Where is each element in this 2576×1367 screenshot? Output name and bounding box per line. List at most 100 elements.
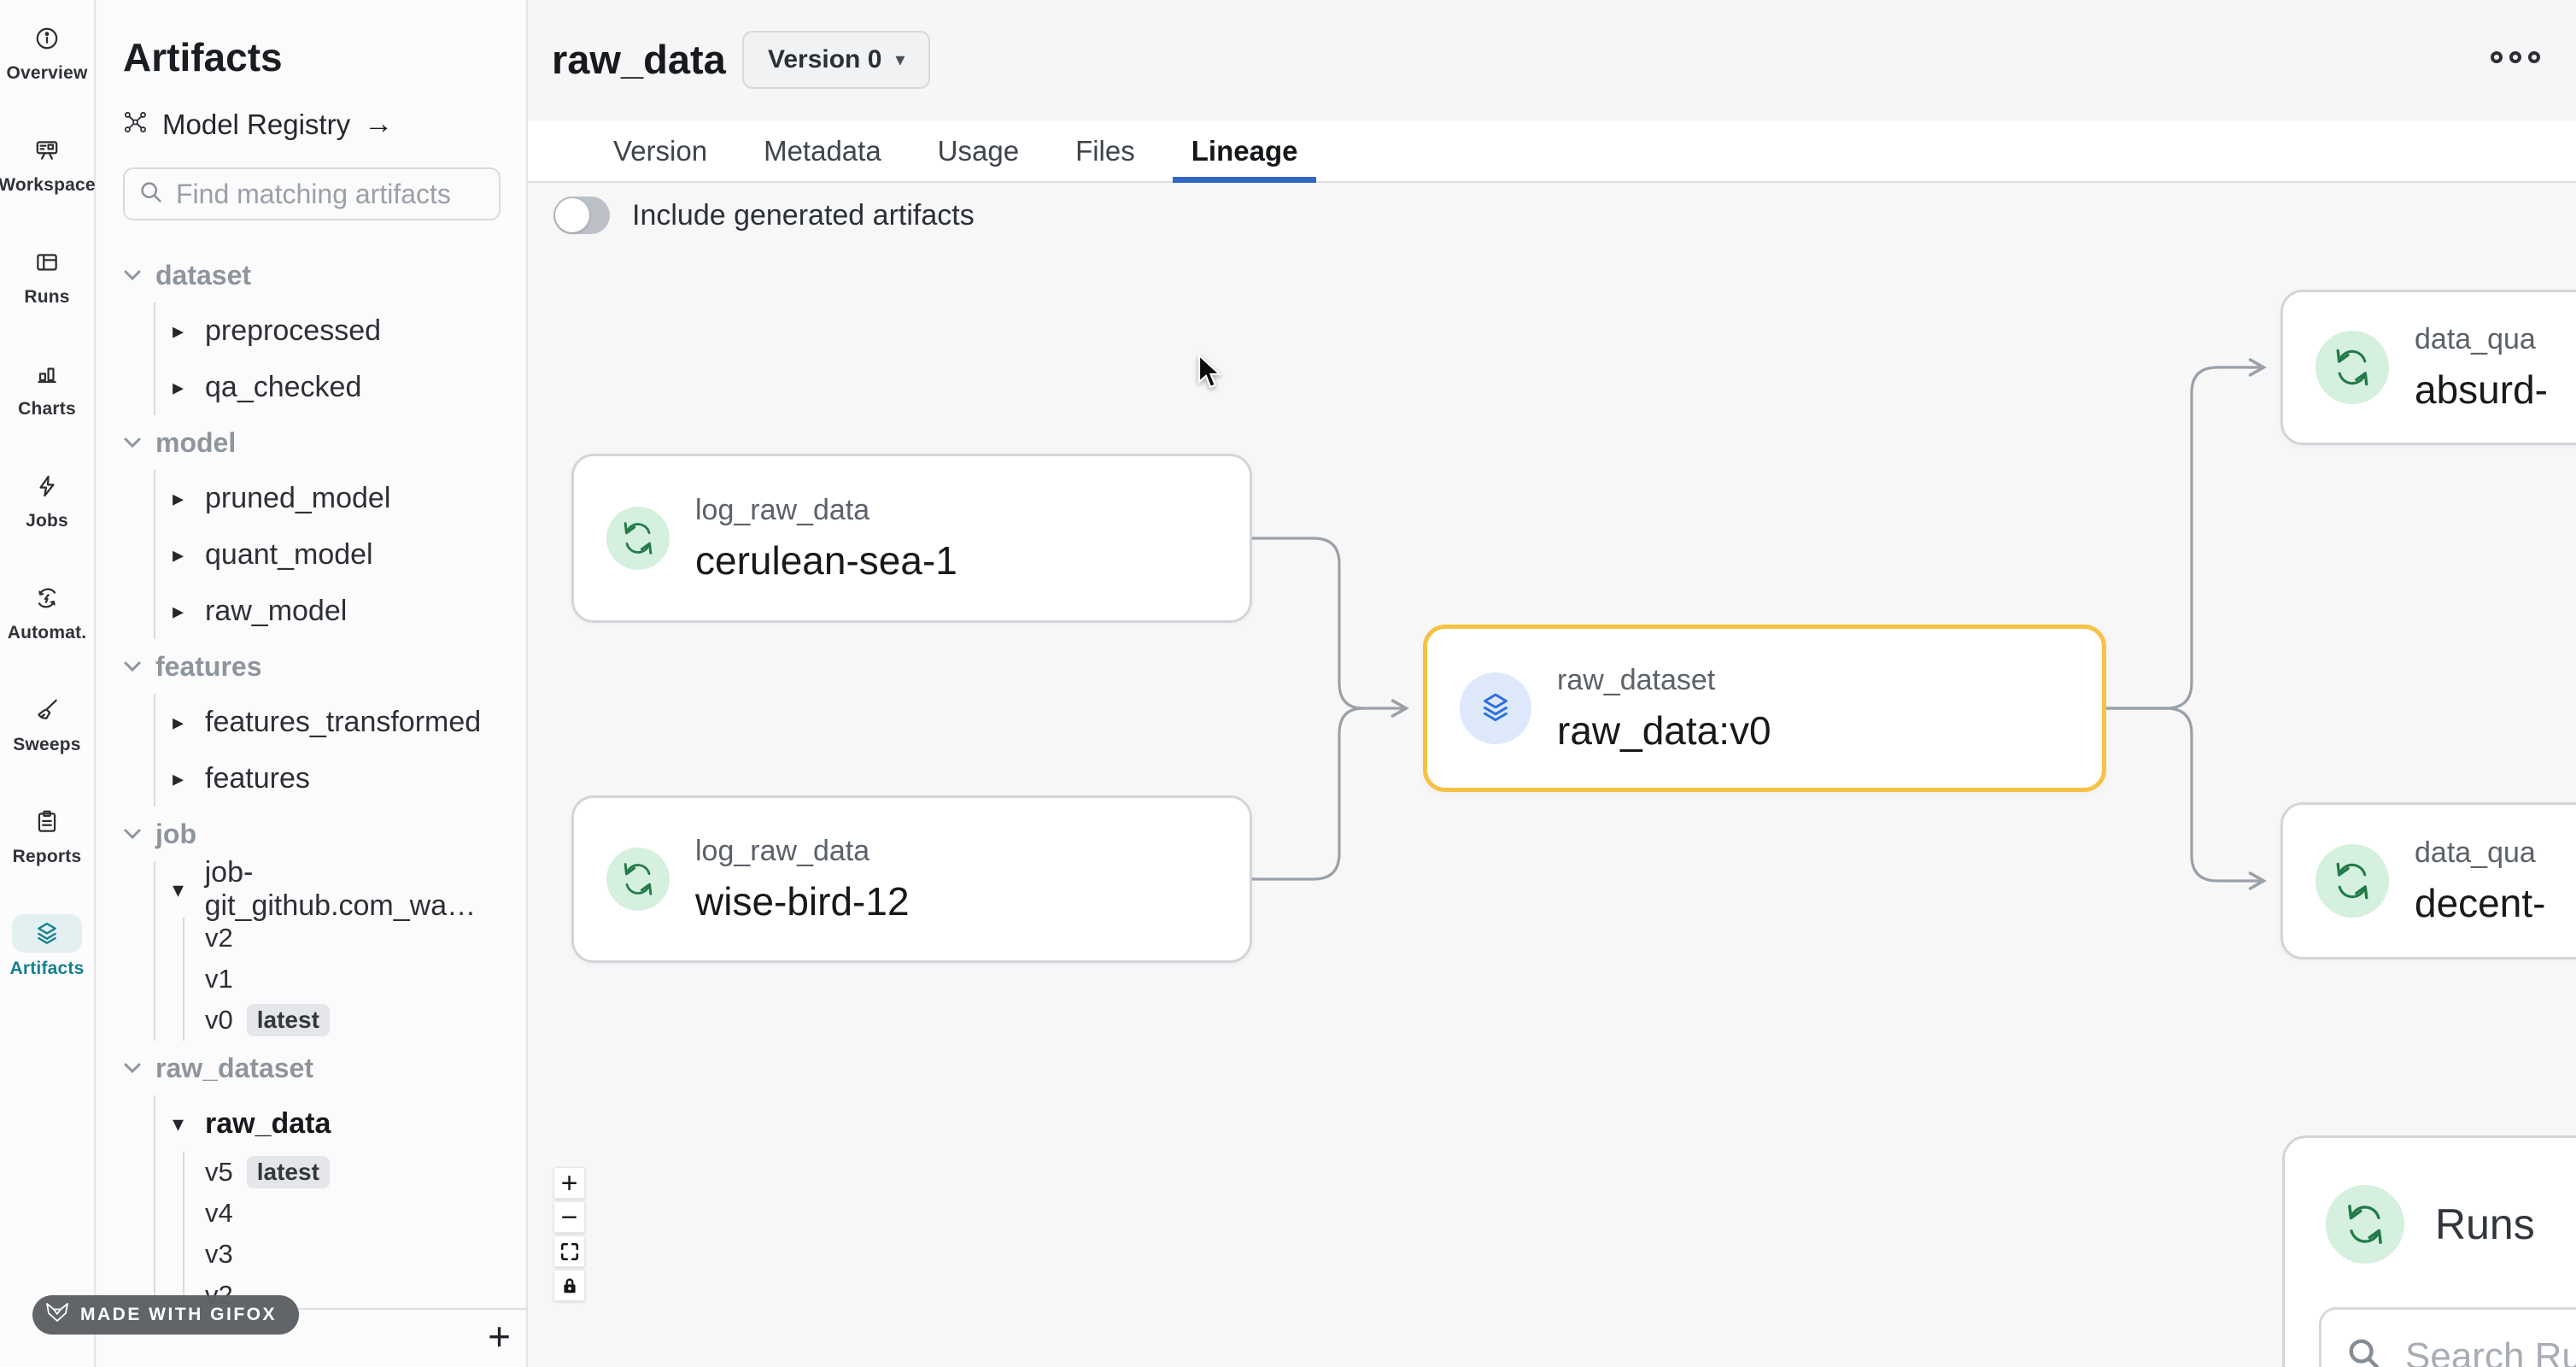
tree-version-raw-v5[interactable]: v5 latest [184, 1152, 519, 1193]
nav-item-jobs[interactable]: Jobs [0, 466, 94, 531]
chevron-down-icon: ▾ [895, 49, 905, 70]
artifacts-sidebar: Artifacts Model Registry → datas [97, 0, 528, 1367]
nav-item-sweeps[interactable]: Sweeps [0, 690, 94, 755]
info-icon [12, 19, 82, 57]
collapsed-triangle-icon: ▸ [173, 541, 184, 567]
tree-section-job[interactable]: job [123, 807, 519, 861]
collapsed-triangle-icon: ▸ [173, 373, 184, 400]
tree-version-raw-v4[interactable]: v4 [205, 1198, 233, 1228]
node-name-label: decent- [2415, 880, 2546, 925]
overflow-menu-button[interactable] [2491, 51, 2540, 63]
runs-search-box[interactable] [2319, 1307, 2576, 1367]
chevron-down-icon [124, 829, 141, 840]
runs-group-panel[interactable]: Runs [2282, 1135, 2576, 1367]
zoom-in-button[interactable]: + [553, 1167, 585, 1199]
node-name-label: absurd- [2415, 367, 2548, 412]
node-type-label: log_raw_data [695, 834, 870, 867]
tree-version-raw-v3[interactable]: v3 [205, 1239, 233, 1269]
tree-section-features[interactable]: features [123, 639, 519, 694]
nav-item-overview[interactable]: Overview [0, 19, 94, 84]
nav-rail: Overview Workspace Runs Charts Jobs [0, 0, 96, 1367]
tree-item-raw-data[interactable]: ▾ raw_data [173, 1106, 331, 1140]
tree-item-raw-model[interactable]: ▸ raw_model [173, 594, 348, 627]
chevron-down-icon [124, 270, 141, 281]
fit-view-button[interactable] [553, 1235, 585, 1267]
lineage-node-raw-data-v0[interactable]: raw_dataset raw_data:v0 [1423, 625, 2106, 792]
toggle-knob [555, 198, 589, 232]
arrow-right-icon: → [364, 108, 394, 140]
generated-artifacts-toggle-row: Include generated artifacts [553, 197, 975, 234]
artifact-search-box[interactable] [123, 167, 501, 220]
node-type-label: raw_dataset [1557, 663, 1716, 696]
add-artifact-button[interactable]: + [488, 1314, 511, 1358]
nav-item-artifacts[interactable]: Artifacts [0, 914, 94, 979]
node-name-label: wise-bird-12 [695, 878, 910, 924]
collapsed-triangle-icon: ▸ [173, 597, 184, 624]
tree-section-dataset[interactable]: dataset [123, 248, 519, 302]
nav-item-reports[interactable]: Reports [0, 802, 94, 867]
tree-item-preprocessed[interactable]: ▸ preprocessed [173, 314, 382, 347]
clipboard-icon [12, 802, 82, 841]
zoom-out-button[interactable]: − [553, 1201, 585, 1233]
lock-button[interactable] [553, 1270, 585, 1301]
made-with-gifox-badge: MADE WITH GIFOX [32, 1295, 299, 1335]
tree-section-raw-dataset[interactable]: raw_dataset [123, 1041, 519, 1095]
tree-version-job-v1[interactable]: v1 [205, 964, 233, 994]
chevron-down-icon [124, 1063, 141, 1074]
expanded-triangle-icon: ▾ [173, 1110, 184, 1136]
runs-table-icon [12, 243, 82, 281]
page-title: raw_data [552, 37, 726, 82]
version-dropdown[interactable]: Version 0 ▾ [742, 31, 931, 89]
tree-item-features[interactable]: ▸ features [173, 761, 310, 795]
chevron-down-icon [124, 437, 141, 449]
broom-icon [12, 690, 82, 729]
tab-version[interactable]: Version [613, 135, 708, 167]
artifact-search-input[interactable] [176, 178, 485, 210]
lineage-node-decent[interactable]: data_qua decent- [2280, 802, 2576, 959]
node-name-label: raw_data:v0 [1557, 707, 1771, 753]
tab-usage[interactable]: Usage [937, 135, 1020, 167]
run-icon [2315, 844, 2389, 918]
main-content: raw_data Version 0 ▾ Version Metadata Us… [528, 0, 2576, 1367]
collapsed-triangle-icon: ▸ [173, 317, 184, 343]
canvas-zoom-controls: + − [553, 1167, 585, 1301]
run-icon [2326, 1185, 2404, 1264]
node-type-label: log_raw_data [695, 493, 870, 526]
nav-item-automations[interactable]: Automat. [0, 578, 94, 643]
nav-item-runs[interactable]: Runs [0, 243, 94, 308]
tree-section-model[interactable]: model [123, 415, 519, 470]
lineage-canvas[interactable]: Include generated artifacts log_raw_data… [528, 183, 2576, 1367]
collapsed-triangle-icon: ▸ [173, 765, 184, 791]
artifact-tabs: Version Metadata Usage Files Lineage [528, 121, 2576, 183]
layers-icon [12, 914, 82, 953]
tab-files[interactable]: Files [1075, 135, 1135, 167]
tree-item-qa-checked[interactable]: ▸ qa_checked [173, 370, 362, 403]
node-type-label: data_qua [2415, 322, 2536, 355]
automation-cycle-icon [12, 578, 82, 617]
include-generated-toggle[interactable] [553, 197, 610, 234]
runs-panel-header: Runs [2326, 1185, 2535, 1264]
nav-item-workspace[interactable]: Workspace [0, 131, 96, 196]
search-icon [138, 179, 164, 209]
tree-version-job-v0[interactable]: v0 latest [184, 1000, 519, 1041]
tree-item-job-git[interactable]: ▾ job-git_github.com_wa… [173, 856, 477, 922]
lineage-node-cerulean-sea-1[interactable]: log_raw_data cerulean-sea-1 [571, 454, 1252, 623]
run-icon [606, 507, 670, 570]
lineage-node-wise-bird-12[interactable]: log_raw_data wise-bird-12 [571, 795, 1252, 963]
collapsed-triangle-icon: ▸ [173, 708, 184, 735]
tree-item-features-transformed[interactable]: ▸ features_transformed [173, 705, 482, 738]
artifact-tree: dataset ▸ preprocessed ▸ qa_checked [123, 248, 519, 1316]
tree-item-pruned-model[interactable]: ▸ pruned_model [173, 481, 391, 514]
tree-item-quant-model[interactable]: ▸ quant_model [173, 537, 373, 571]
tab-lineage[interactable]: Lineage [1172, 121, 1317, 183]
artifact-header: raw_data Version 0 ▾ [528, 0, 2576, 121]
workspace-board-icon [12, 131, 82, 169]
tree-version-job-v2[interactable]: v2 [205, 923, 233, 953]
lineage-node-absurd[interactable]: data_qua absurd- [2280, 290, 2576, 445]
sidebar-title: Artifacts [123, 35, 283, 79]
tab-metadata[interactable]: Metadata [764, 135, 881, 167]
node-name-label: cerulean-sea-1 [695, 537, 957, 583]
nav-item-charts[interactable]: Charts [0, 355, 94, 419]
model-registry-link[interactable]: Model Registry → [123, 108, 393, 141]
runs-search-input[interactable] [2405, 1335, 2576, 1367]
